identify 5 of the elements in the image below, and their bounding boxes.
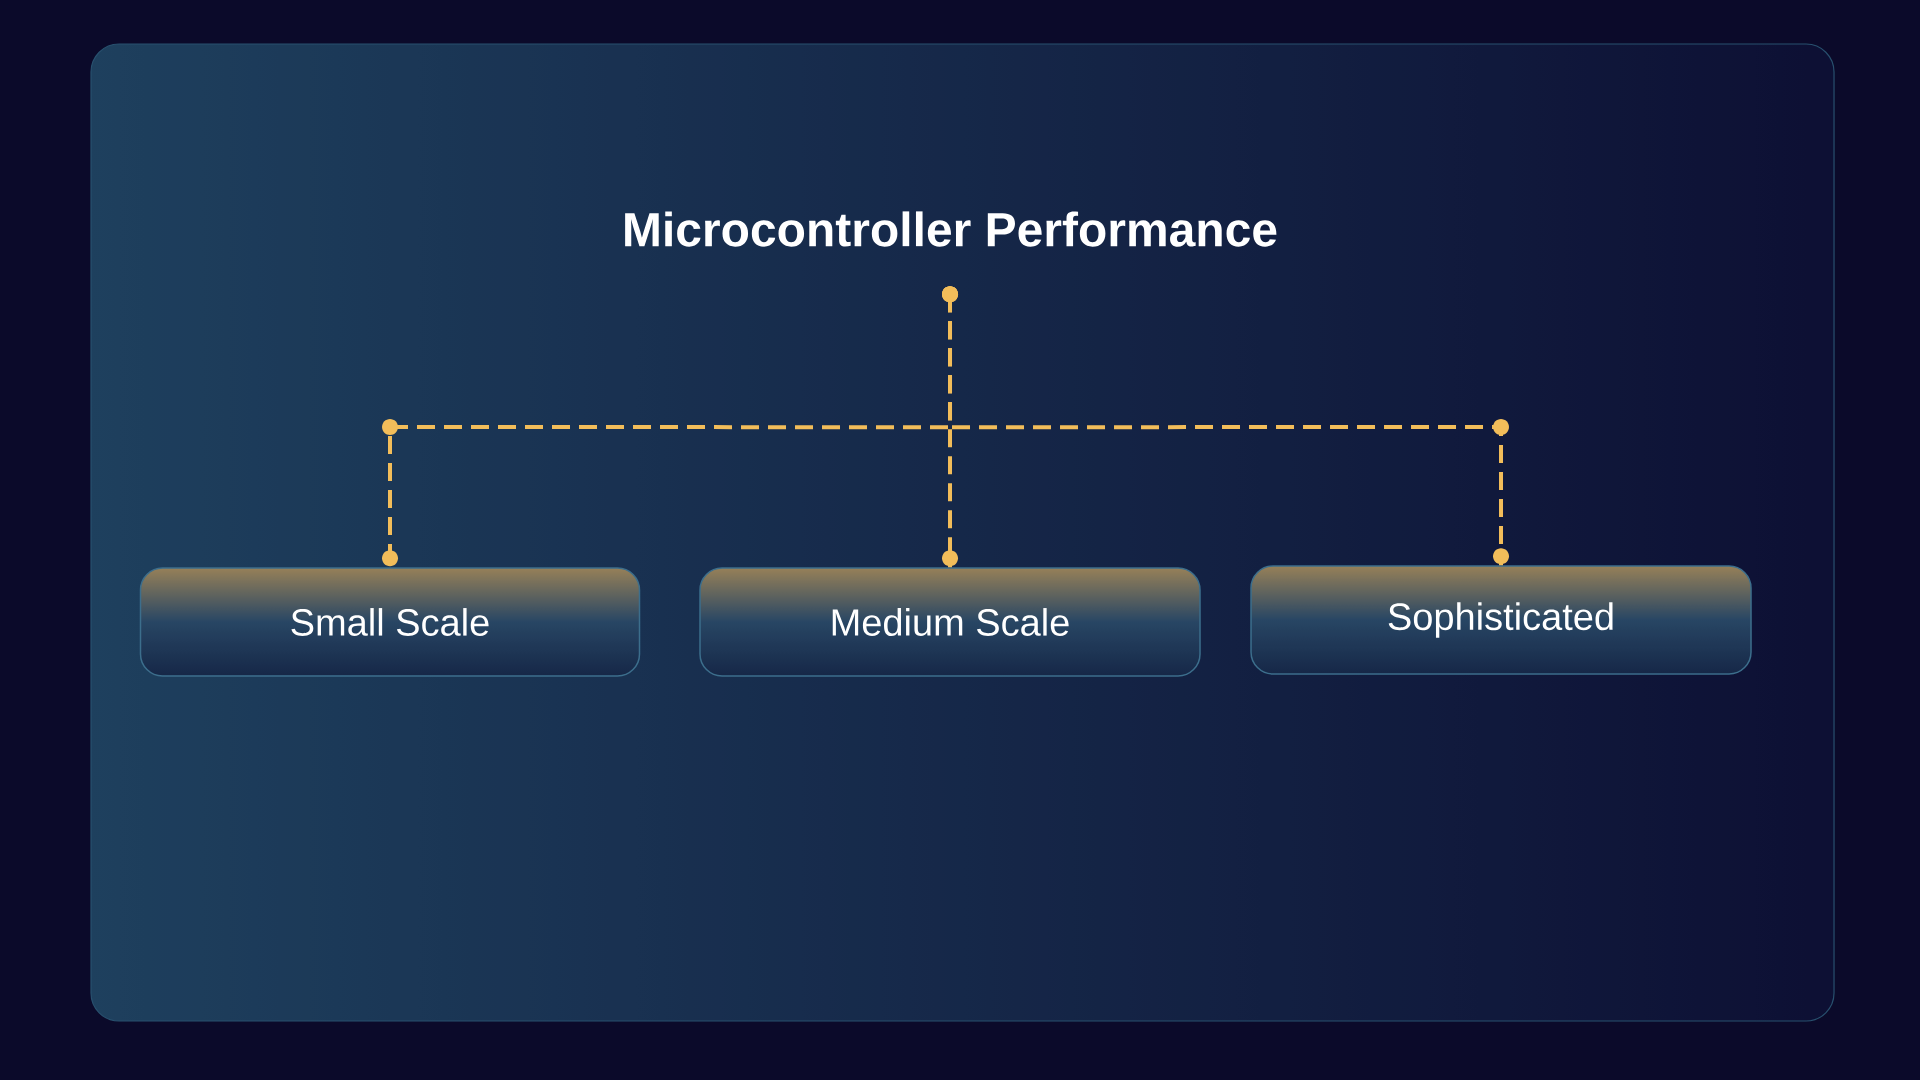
category-box: Small Scale — [139, 567, 641, 677]
connector — [942, 286, 1509, 566]
category-box: Medium Scale — [699, 567, 1201, 677]
category-box: Sophisticated — [1250, 565, 1752, 675]
title: Microcontroller Performance — [625, 211, 1277, 247]
